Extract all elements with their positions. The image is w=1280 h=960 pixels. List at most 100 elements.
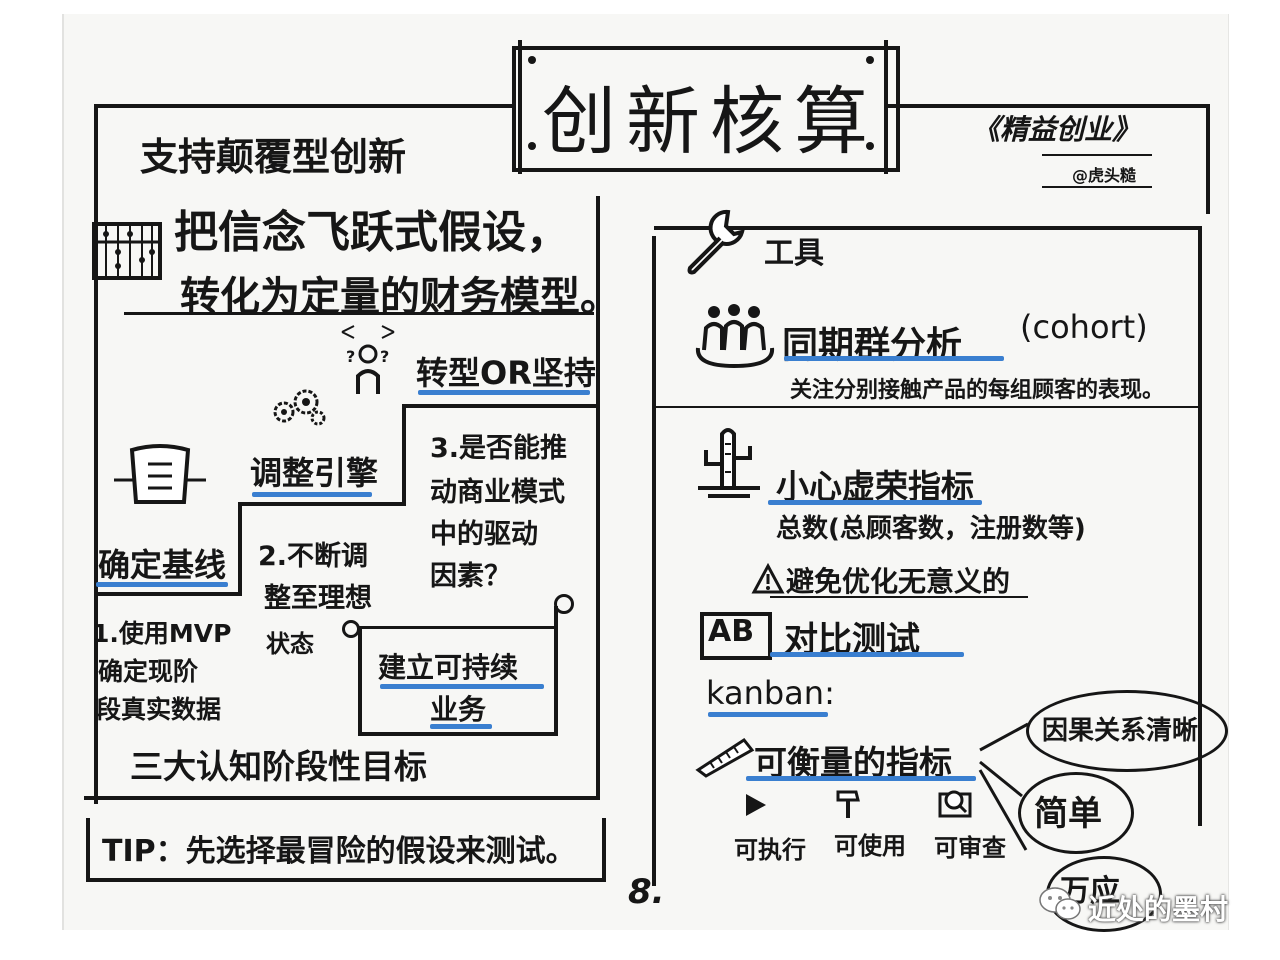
simple-bubble — [1018, 772, 1134, 854]
causal-clarity: 因果关系清晰 — [1042, 716, 1199, 746]
author-credit: @虎头糙 — [1072, 166, 1137, 185]
book-title: 《精益创业》 — [972, 113, 1141, 146]
branch-lines — [978, 722, 1029, 851]
frame-right-top — [1206, 104, 1210, 214]
baseline-label: 确定基线 — [98, 546, 227, 584]
frame-top-right — [888, 104, 1210, 108]
author-rule — [1042, 154, 1152, 156]
warning-icon — [751, 562, 785, 594]
wrench-icon — [680, 206, 752, 278]
sustainable-line-1: 建立可持续 — [378, 651, 519, 684]
play-icon — [744, 792, 768, 818]
svg-text:?: ? — [346, 347, 355, 366]
flag-pole-top-icon — [554, 594, 574, 614]
watermark-text: 近处的墨村 — [1088, 893, 1229, 926]
tip-box-left — [86, 818, 90, 882]
tune-engine-highlight — [252, 492, 372, 497]
measurable-highlight — [746, 776, 976, 781]
frame-right — [1198, 226, 1202, 826]
step-1-line-2: 确定现阶 — [98, 657, 199, 686]
total-counts: 总数(总顾客数，注册数等) — [776, 514, 1086, 544]
three-learning-goals: 三大认知阶段性目标 — [130, 747, 427, 786]
vanity-metrics: 小心虚荣指标 — [776, 467, 974, 506]
cohort-underline — [656, 406, 1198, 408]
page-number: 8. — [628, 872, 665, 912]
whiteboard-paper — [62, 14, 1229, 930]
title-dot — [528, 56, 536, 64]
step-2-line-3: 状态 — [266, 630, 314, 658]
sustainable-box-top — [358, 626, 554, 629]
title-dot — [866, 142, 874, 150]
sustainable-box-left — [358, 628, 362, 736]
svg-text:?: ? — [380, 347, 389, 366]
auditable-label: 可审查 — [934, 834, 1006, 862]
title-dot — [528, 142, 536, 150]
frame-top-left — [96, 104, 516, 108]
step-3-line-3: 中的驱动 — [430, 519, 538, 550]
cohort-highlight — [784, 356, 1004, 361]
page-title: 创新核算 — [542, 79, 878, 165]
hammer-icon — [834, 786, 868, 820]
stair-riser-1 — [238, 502, 242, 594]
ruler-icon — [694, 736, 755, 778]
cohort-description: 关注分别接触产品的每组顾客的表现。 — [790, 378, 1165, 403]
flag-pole — [554, 606, 558, 736]
thinking-person-icon: ? ? — [340, 322, 396, 396]
ab-icon-label: AB — [708, 614, 755, 649]
avoid-underline — [770, 596, 1028, 598]
stair-step-3-top — [404, 404, 596, 408]
left-panel-bottom-border — [84, 796, 600, 800]
cohort-group-icon — [692, 300, 778, 372]
cohort-english: (cohort) — [1020, 308, 1148, 346]
pivot-highlight — [418, 390, 590, 395]
title-frame-left — [518, 40, 522, 174]
measurable-metrics: 可衡量的指标 — [754, 743, 952, 782]
step-2-line-1: 2.不断调 — [258, 541, 369, 572]
tip-box-right — [602, 818, 606, 882]
kanban-label: kanban: — [706, 674, 835, 712]
title-box — [512, 46, 900, 172]
accessible-label: 可使用 — [834, 832, 906, 860]
step-3-line-4: 因素？ — [430, 561, 511, 592]
right-panel-left-border — [652, 236, 656, 886]
belief-underline — [124, 312, 594, 315]
avoid-optimizing: 避免优化无意义的 — [786, 565, 1011, 598]
gears-icon — [270, 388, 326, 428]
magnifier-icon — [934, 786, 974, 820]
step-3-line-2: 动商业模式 — [430, 477, 565, 508]
belief-line-1: 把信念飞跃式假设， — [174, 207, 570, 258]
sustainable-line-2: 业务 — [430, 693, 487, 726]
ab-test-icon — [700, 612, 772, 660]
abacus-icon — [92, 222, 162, 280]
ab-highlight — [770, 652, 964, 657]
pin-circle-icon — [342, 620, 360, 638]
cactus-icon — [694, 424, 764, 500]
right-panel-top-border — [654, 226, 1202, 230]
stair-riser-2 — [402, 404, 406, 504]
frame-left — [94, 104, 98, 804]
sustainable-box-bottom — [360, 732, 558, 736]
stair-step-2-top — [240, 502, 406, 506]
sustainable-highlight-1 — [380, 684, 544, 689]
left-heading: 支持颠覆型创新 — [140, 135, 407, 179]
title-frame-right — [884, 40, 888, 174]
stair-step-1-top — [96, 592, 242, 596]
vanity-highlight — [768, 500, 982, 505]
tip-text: TIP：先选择最冒险的假设来测试。 — [102, 834, 576, 869]
step-3-line-1: 3.是否能推 — [430, 433, 568, 464]
baseline-highlight — [96, 582, 228, 587]
actionable-label: 可执行 — [734, 836, 806, 864]
simple-label: 简单 — [1034, 794, 1102, 834]
kanban-highlight — [708, 712, 828, 717]
tune-engine-label: 调整引擎 — [250, 454, 379, 492]
causal-bubble — [1026, 690, 1228, 772]
tools-heading: 工具 — [764, 236, 824, 271]
wechat-icon — [1038, 886, 1082, 922]
measure-cylinder-icon — [114, 440, 206, 506]
step-1-line-3: 段真实数据 — [96, 695, 222, 724]
left-panel-right-border — [596, 196, 600, 798]
sustainable-highlight-2 — [430, 724, 492, 729]
author-rule — [1042, 186, 1152, 188]
step-1-line-1: 1.使用MVP — [92, 619, 232, 648]
step-2-line-2: 整至理想 — [264, 583, 372, 614]
